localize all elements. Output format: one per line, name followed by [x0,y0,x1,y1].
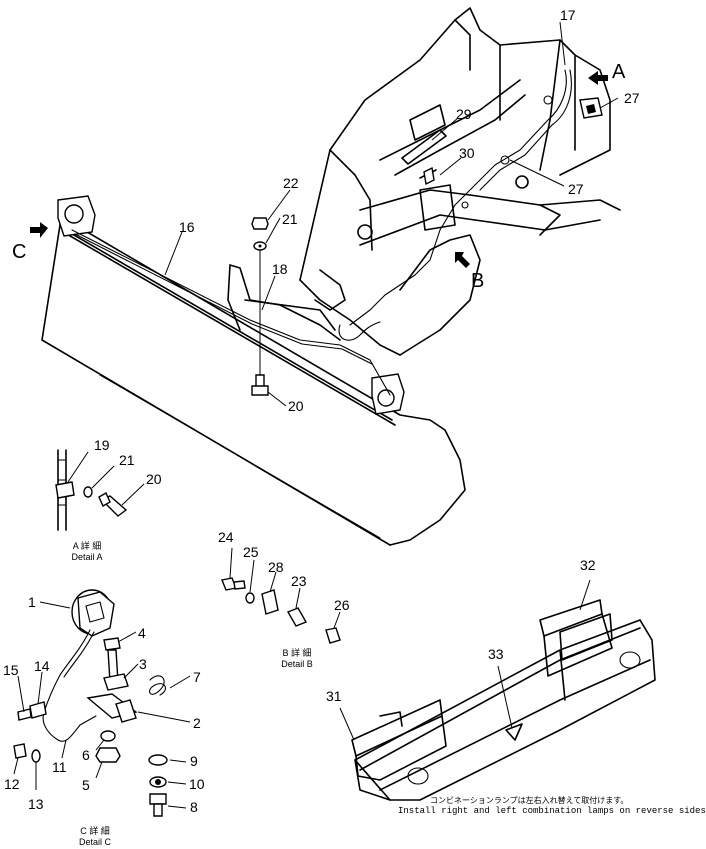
bolt-stack-22-21 [251,217,269,396]
part-label-7: 7 [193,669,201,685]
leader-lines [164,21,619,407]
arrow-B-icon [455,252,470,268]
detail-b-caption-jp: B 詳 細 [282,648,312,658]
part-label-26: 26 [334,597,350,613]
part-label-3: 3 [139,656,147,672]
part-label-18: 18 [272,261,288,277]
clamp-29-bolt-30 [401,129,447,186]
install-note-en: Install right and left combination lamps… [398,806,706,816]
part-label-6: 6 [82,747,90,763]
part-label-1: 1 [28,594,36,610]
part-label-5: 5 [82,777,90,793]
part-label-4: 4 [138,625,146,641]
detail-a-caption-jp: A 詳 細 [72,541,102,551]
part-label-33: 33 [488,646,504,662]
dozer-blade [41,195,466,546]
part-label-27a: 27 [624,90,640,106]
part-label-29: 29 [456,106,472,122]
part-label-24: 24 [218,529,234,545]
detail-c-drawing [13,589,191,817]
part-label-28: 28 [268,559,284,575]
view-label-B: B [471,270,485,292]
detail-a-caption-en: Detail A [71,552,103,562]
detail-c-caption-en: Detail C [78,837,111,847]
part-label-14: 14 [34,658,50,674]
part-label-16: 16 [179,219,195,235]
part-label-13: 13 [28,796,44,812]
part-label-27b: 27 [568,181,584,197]
part-label-31: 31 [326,688,342,704]
part-label-11: 11 [52,759,67,775]
part-label-8: 8 [190,799,198,815]
detail-a-drawing [55,449,145,531]
part-label-15: 15 [3,662,19,678]
detail-b-drawing [221,547,341,644]
part-label-21b: 21 [119,452,135,468]
part-label-25: 25 [243,544,259,560]
detail-c-caption-jp: C 詳 細 [80,826,110,836]
part-label-32: 32 [580,557,596,573]
frame-harness [338,69,572,341]
view-label-C: C [12,241,27,263]
rear-lamp-27 [579,97,603,119]
part-label-2: 2 [193,715,201,731]
detail-b-caption-en: Detail B [281,659,313,669]
part-label-30: 30 [459,145,475,161]
part-label-20a: 20 [288,398,304,414]
arrow-A-icon [588,71,608,85]
view-label-A: A [612,61,626,83]
part-label-19: 19 [94,437,110,453]
part-label-22: 22 [283,175,299,191]
part-label-10: 10 [189,776,205,792]
part-label-9: 9 [190,753,198,769]
part-label-23: 23 [291,573,307,589]
install-note-jp: コンビネーションランプは左右入れ替えて取付けます。 [430,796,629,805]
lift-frame [299,7,621,356]
lamp-guard-assembly [339,579,656,801]
part-label-21a: 21 [282,211,298,227]
part-label-17: 17 [560,7,576,23]
part-label-20b: 20 [146,471,162,487]
arrow-C-icon [30,222,48,238]
part-label-12: 12 [4,776,20,792]
